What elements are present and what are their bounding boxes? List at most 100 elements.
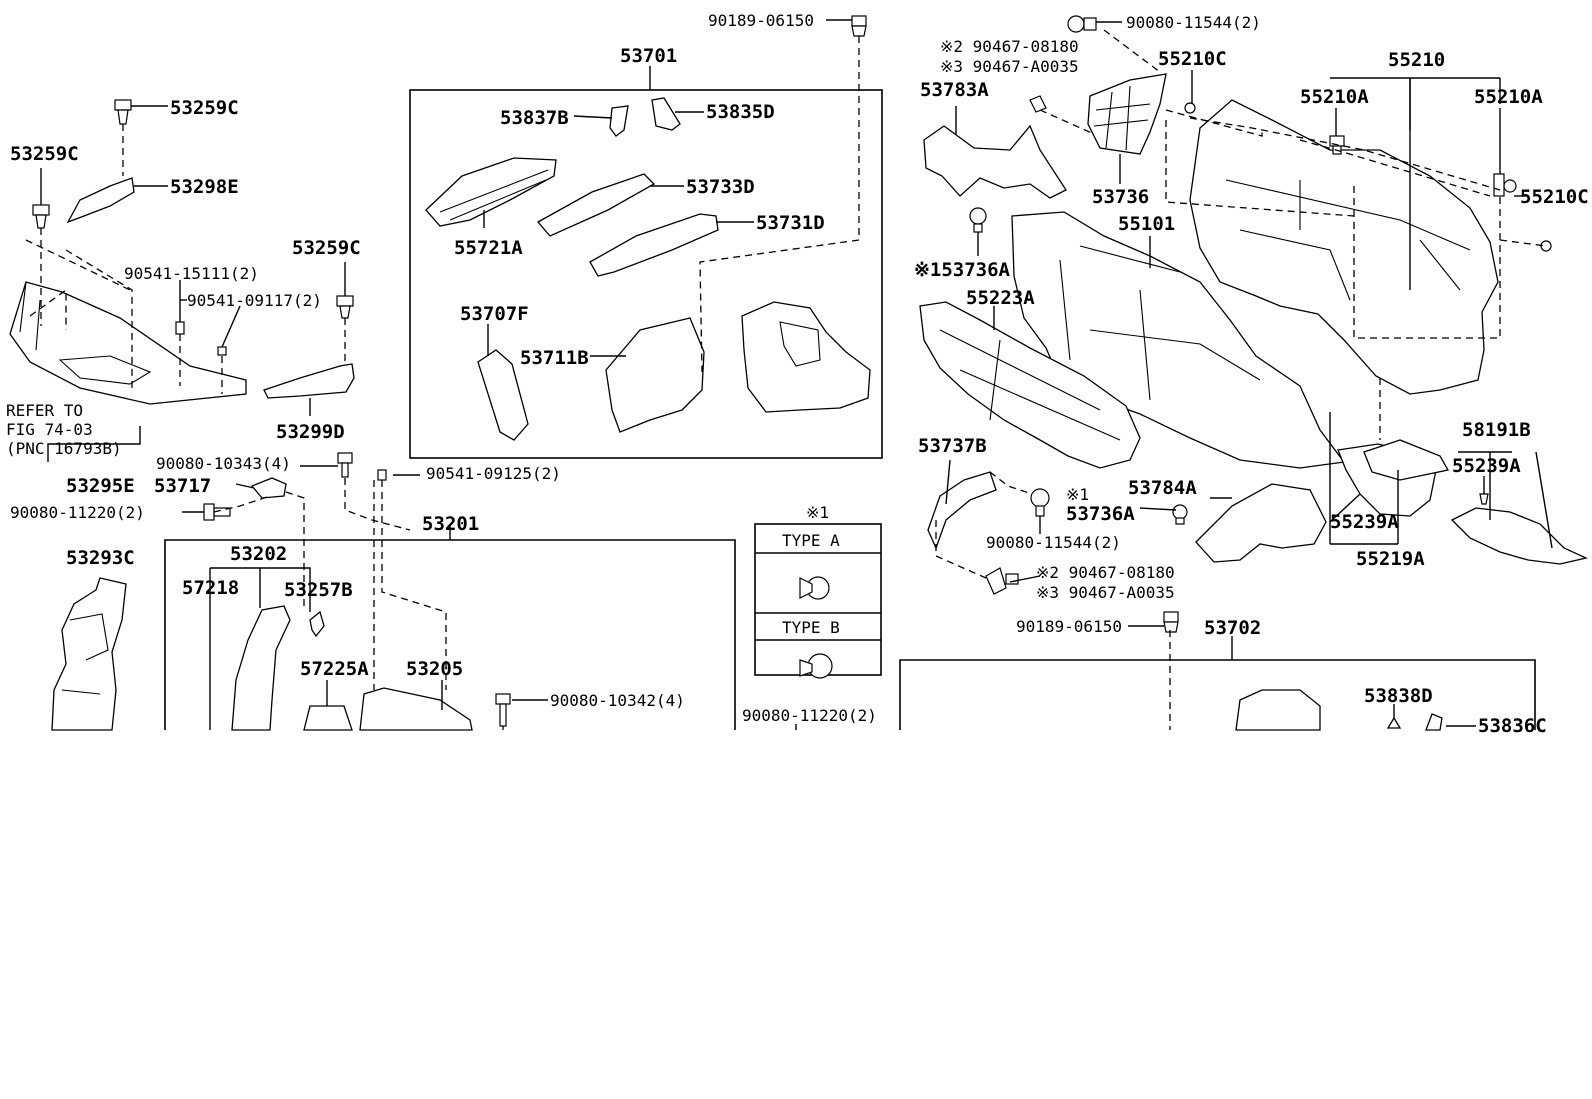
part-53717 xyxy=(250,477,287,499)
label-refer-line3: (PNC 16793B) xyxy=(6,439,122,458)
part-53702-strut xyxy=(1235,689,1321,731)
part-55223A xyxy=(919,301,1141,469)
part-53731D xyxy=(589,213,719,277)
label-53298E: 53298E xyxy=(170,176,239,198)
part-53205 xyxy=(359,687,473,731)
label-53259C-top: 53259C xyxy=(170,97,239,119)
part-55223A-detail xyxy=(939,329,1121,441)
label-53293C: 53293C xyxy=(66,547,135,569)
label-90541-09117: 90541-09117(2) xyxy=(187,291,322,310)
part-53293C-detail xyxy=(61,613,109,695)
label-type-b: TYPE B xyxy=(782,618,840,637)
part-55219A xyxy=(1363,439,1450,481)
clip-90189-06150-top xyxy=(851,15,867,37)
clip-53259C-right xyxy=(336,295,354,319)
nut-90541-09125 xyxy=(377,469,387,481)
part-53784A xyxy=(1195,483,1327,563)
label-90467-A0035-top: ※3 90467-A0035 xyxy=(940,57,1079,76)
label-90080-11220-right: 90080-11220(2) xyxy=(742,706,877,725)
part-55210 xyxy=(1189,99,1499,395)
label-53837B: 53837B xyxy=(500,107,569,129)
leader-lines xyxy=(40,19,1553,730)
part-53202 xyxy=(231,605,291,731)
label-90467-08180-top: ※2 90467-08180 xyxy=(940,37,1079,56)
part-53257B xyxy=(309,610,325,638)
label-55210C-top: 55210C xyxy=(1158,48,1227,70)
label-53201: 53201 xyxy=(422,513,479,535)
label-53707F: 53707F xyxy=(460,303,529,325)
clip-53736A-left xyxy=(969,207,987,233)
part-53295E xyxy=(9,281,247,405)
clip-55210A-right xyxy=(1493,173,1517,197)
part-55210-detail xyxy=(1225,179,1471,301)
type-b-fastener-icon xyxy=(799,653,833,679)
label-55239A-left: 55239A xyxy=(1330,511,1399,533)
label-type-a: TYPE A xyxy=(782,531,840,550)
part-57225A xyxy=(303,705,353,731)
label-90080-11220-left: 90080-11220(2) xyxy=(10,503,145,522)
label-90189-06150-bottom: 90189-06150 xyxy=(1016,617,1122,636)
label-90080-11544-top: 90080-11544(2) xyxy=(1126,13,1261,32)
clip-53259C-left xyxy=(32,204,50,229)
label-57218: 57218 xyxy=(182,577,239,599)
part-53733D xyxy=(536,173,656,237)
part-53711B-detail xyxy=(779,321,821,367)
clip-55239A xyxy=(1479,493,1489,505)
label-55239A-right: 55239A xyxy=(1452,455,1521,477)
label-55210A-left: 55210A xyxy=(1300,86,1369,108)
part-53835D xyxy=(651,97,681,131)
label-53733D: 53733D xyxy=(686,176,755,198)
label-55721A: 55721A xyxy=(454,237,523,259)
part-58191B xyxy=(1450,507,1589,565)
label-55101: 55101 xyxy=(1118,213,1175,235)
part-55101 xyxy=(1011,211,1346,469)
label-53783A: 53783A xyxy=(920,79,989,101)
label-53202: 53202 xyxy=(230,543,287,565)
part-53838D xyxy=(1386,716,1402,729)
label-53257B: 53257B xyxy=(284,579,353,601)
label-90080-10342: 90080-10342(4) xyxy=(550,691,685,710)
label-55210: 55210 xyxy=(1388,49,1445,71)
label-55223A: 55223A xyxy=(966,287,1035,309)
part-53707F xyxy=(477,349,529,441)
part-53299D xyxy=(263,363,355,399)
label-53259C-right: 53259C xyxy=(292,237,361,259)
label-53784A: 53784A xyxy=(1128,477,1197,499)
part-53711B-wheelhouse xyxy=(741,301,871,413)
label-53836C: 53836C xyxy=(1478,715,1547,737)
part-53783A xyxy=(923,124,1067,199)
bolt-90080-10343 xyxy=(337,452,353,478)
part-53711B xyxy=(605,317,705,433)
clip-53259C-top xyxy=(114,99,132,125)
label-57225A: 57225A xyxy=(300,658,369,680)
bolt-90080-11544-top xyxy=(1067,15,1097,33)
part-53293C xyxy=(51,577,127,731)
label-refer-line2: FIG 74-03 xyxy=(6,420,93,439)
label-58191B: 58191B xyxy=(1462,419,1531,441)
label-90189-06150-top: 90189-06150 xyxy=(708,11,814,30)
label-90541-15111: 90541-15111(2) xyxy=(124,264,259,283)
label-53737B: 53737B xyxy=(918,435,987,457)
label-90467-A0035-bottom: ※3 90467-A0035 xyxy=(1036,583,1175,602)
part-55721A-detail xyxy=(439,169,549,221)
part-53737B xyxy=(927,471,997,550)
labels: 53259C 53259C 53298E 53259C 90541-15111(… xyxy=(6,11,1589,737)
label-53299D: 53299D xyxy=(276,421,345,443)
label-90541-09125: 90541-09125(2) xyxy=(426,464,561,483)
clip-55210C-top xyxy=(1184,102,1196,114)
label-90080-11544-mid: 90080-11544(2) xyxy=(986,533,1121,552)
label-90080-10343: 90080-10343(4) xyxy=(156,454,291,473)
label-53736A-left: ※153736A xyxy=(914,259,1011,281)
label-55210A-right: 55210A xyxy=(1474,86,1543,108)
nut-90541-09117 xyxy=(217,346,227,356)
label-55219A: 55219A xyxy=(1356,548,1425,570)
clip-90189-06150-bottom xyxy=(1163,611,1179,633)
label-53711B: 53711B xyxy=(520,347,589,369)
label-53205: 53205 xyxy=(406,658,463,680)
clip-90467-top xyxy=(1029,95,1047,113)
clip-53736A-right xyxy=(1172,504,1188,525)
group-box-53702 xyxy=(899,659,1536,730)
label-note1-mark: ※1 xyxy=(806,503,829,522)
label-note1-small: ※1 xyxy=(1066,485,1089,504)
